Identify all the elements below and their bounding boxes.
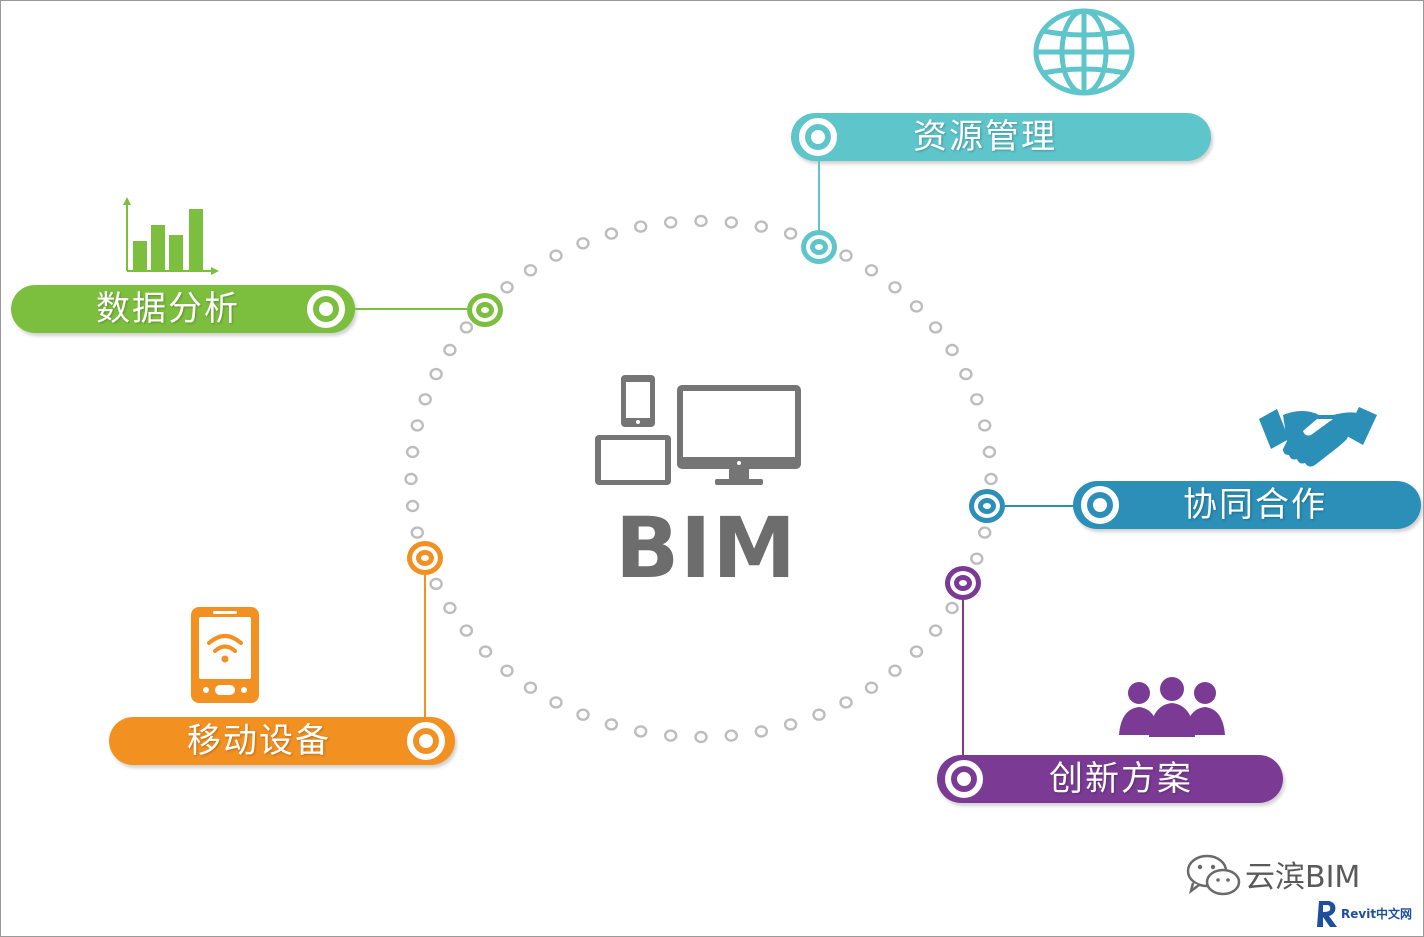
- ring-dot: [984, 472, 998, 486]
- bar-chart-icon: [123, 197, 219, 275]
- ring-dot: [839, 249, 853, 262]
- ring-dot: [404, 472, 418, 486]
- node-data-analysis-circle-anchor: [467, 293, 503, 327]
- ring-dot: [523, 681, 538, 694]
- devices-icon: [595, 375, 801, 485]
- ring-dot: [783, 227, 798, 240]
- ring-dot: [864, 681, 879, 694]
- node-innovation-pill: [937, 755, 1283, 803]
- people-icon: [1119, 677, 1225, 737]
- ring-dot: [549, 249, 563, 262]
- ring-dot: [909, 645, 924, 658]
- ring-dot: [888, 664, 902, 677]
- ring-dot: [443, 343, 457, 357]
- wechat-icon: [1186, 854, 1241, 896]
- node-resource-management-circle-anchor: [801, 230, 837, 264]
- ring-dot: [812, 708, 826, 721]
- node-mobile-device-connector: [424, 575, 426, 719]
- center-title: BIM: [615, 499, 797, 597]
- node-data-analysis-connector: [353, 308, 469, 310]
- ring-dot: [970, 393, 984, 406]
- node-collaboration-connector: [1005, 505, 1077, 507]
- smartphone-icon: [191, 607, 259, 703]
- node-collaboration-label: 协同合作: [1183, 485, 1327, 525]
- ring-dot: [945, 601, 959, 615]
- ring-dot: [410, 419, 424, 432]
- ring-dot: [429, 577, 443, 591]
- node-innovation-connector: [962, 599, 964, 757]
- globe-icon: [1033, 8, 1135, 96]
- node-data-analysis-pill: [11, 285, 355, 333]
- ring-dot: [523, 264, 538, 277]
- ring-dot: [604, 718, 619, 731]
- ring-dot: [783, 718, 798, 731]
- ring-dot: [839, 696, 853, 709]
- ring-dot: [443, 601, 457, 615]
- ring-dot: [724, 729, 738, 742]
- ring-dot: [664, 216, 678, 229]
- watermark-site: Revit中文网: [1341, 907, 1413, 921]
- ring-dot: [405, 445, 420, 459]
- handshake-icon: [1259, 407, 1377, 467]
- node-data-analysis-pill-ring: [307, 290, 345, 328]
- watermark-brand: 云滨BIM: [1245, 860, 1361, 895]
- ring-dot: [500, 664, 514, 677]
- ring-dot: [724, 216, 738, 229]
- ring-dot: [754, 220, 768, 233]
- ring-dot: [909, 300, 924, 313]
- node-resource-management-connector: [818, 159, 820, 231]
- ring-dot: [945, 343, 959, 357]
- node-resource-management-pill: [791, 113, 1211, 161]
- node-innovation-pill-ring: [945, 760, 983, 798]
- ring-dot: [864, 264, 879, 277]
- ring-dot: [694, 730, 708, 744]
- node-collaboration-pill-ring: [1081, 486, 1119, 524]
- node-data-analysis-label: 数据分析: [96, 289, 240, 329]
- ring-dot: [982, 445, 997, 459]
- node-mobile-device-pill-ring: [407, 722, 445, 760]
- revit-logo-icon: [1317, 901, 1337, 927]
- ring-dot: [634, 220, 648, 233]
- node-collaboration-pill: [1073, 481, 1421, 529]
- ring-dot: [576, 708, 590, 721]
- ring-dot: [634, 725, 648, 738]
- ring-dot: [549, 696, 563, 709]
- ring-dot: [405, 499, 420, 513]
- node-mobile-device-circle-anchor: [407, 541, 443, 575]
- node-mobile-device-pill: [109, 717, 455, 765]
- ring-dot: [928, 624, 943, 637]
- ring-dot: [478, 645, 493, 658]
- ring-dot: [418, 393, 432, 406]
- node-collaboration-circle-anchor: [969, 489, 1005, 523]
- ring-dot: [754, 725, 768, 738]
- ring-dot: [500, 281, 514, 294]
- ring-dot: [459, 321, 474, 334]
- node-resource-management-pill-ring: [799, 118, 837, 156]
- ring-dot: [410, 526, 424, 539]
- ring-dot: [694, 214, 708, 228]
- ring-dot: [959, 367, 973, 381]
- ring-dot: [978, 419, 992, 432]
- node-innovation-circle-anchor: [945, 566, 981, 600]
- ring-dot: [576, 237, 590, 250]
- ring-dot: [970, 552, 984, 565]
- ring-dot: [459, 624, 474, 637]
- ring-dot: [928, 321, 943, 334]
- node-innovation-label: 创新方案: [1049, 759, 1193, 799]
- ring-dot: [604, 227, 619, 240]
- ring-dot: [978, 526, 992, 539]
- ring-dot: [429, 367, 443, 381]
- ring-dot: [888, 281, 902, 294]
- node-resource-management-label: 资源管理: [913, 117, 1057, 157]
- ring-dot: [664, 729, 678, 742]
- node-mobile-device-label: 移动设备: [187, 721, 331, 761]
